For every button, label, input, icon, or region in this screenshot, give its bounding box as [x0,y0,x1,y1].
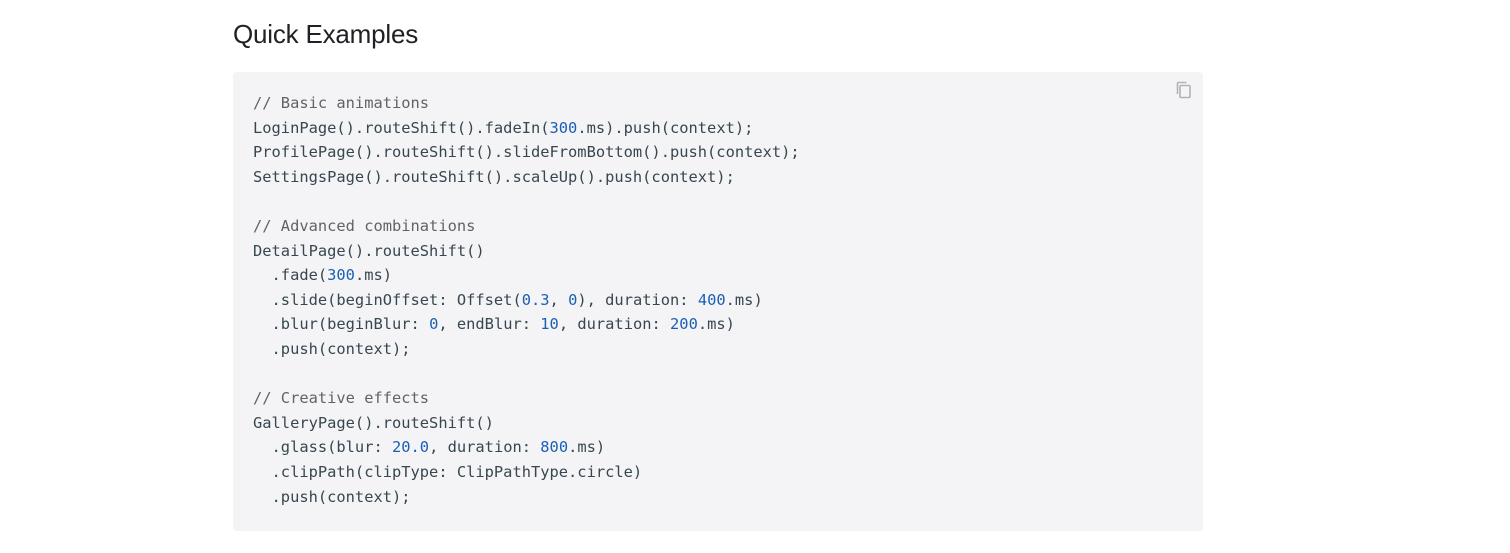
code-line [253,189,800,214]
code-token-plain: , duration: [558,315,671,334]
code-line: .clipPath(clipType: ClipPathType.circle) [253,460,800,485]
code-token-plain: , endBlur: [438,315,541,334]
code-line: .blur(beginBlur: 0, endBlur: 10, duratio… [253,312,800,337]
code-token-plain: .ms).push(context); [577,118,754,137]
code-line: // Creative effects [253,386,800,411]
code-token-plain: ), duration: [577,290,698,309]
code-line: // Advanced combinations [253,214,800,239]
code-token-plain: .ms) [568,438,606,457]
code-token-comment: // Advanced combinations [253,216,476,235]
code-token-number: 0 [568,290,578,309]
code-token-plain: ProfilePage().routeShift().slideFromBott… [253,143,800,162]
code-token-plain: .push(context); [253,487,411,506]
code-line: .glass(blur: 20.0, duration: 800.ms) [253,435,800,460]
code-token-plain: .slide(beginOffset: Offset( [253,290,522,309]
code-line: LoginPage().routeShift().fadeIn(300.ms).… [253,116,800,141]
code-line: .slide(beginOffset: Offset(0.3, 0), dura… [253,288,800,313]
code-token-plain: .glass(blur: [253,438,392,457]
code-token-number: 0.3 [521,290,550,309]
code-token-number: 300 [549,118,578,137]
code-token-plain: SettingsPage().routeShift().scaleUp().pu… [253,167,735,186]
code-token-number: 200 [670,315,698,334]
code-token-plain: .clipPath(clipType: ClipPathType.circle) [253,462,643,481]
code-token-plain: .ms) [354,266,393,285]
code-token-comment: // Basic animations [253,94,430,112]
code-token-plain: .fade( [253,266,328,285]
copy-code-button[interactable] [1174,79,1194,101]
code-token-number: 300 [327,266,355,285]
code-token-comment: // Creative effects [253,389,430,408]
code-line: ProfilePage().routeShift().slideFromBott… [253,140,800,165]
code-line: .push(context); [253,485,800,510]
copy-icon [1176,81,1191,99]
code-token-plain: DetailPage().routeShift() [253,241,485,260]
code-token-number: 10 [540,315,559,334]
code-token-plain: LoginPage().routeShift().fadeIn( [253,118,550,137]
code-line: .push(context); [253,337,800,362]
code-line: SettingsPage().routeShift().scaleUp().pu… [253,165,800,190]
code-line [253,362,800,387]
code-token-plain: .blur(beginBlur: [253,315,430,334]
code-token-number: 0 [429,315,439,334]
code-token-plain: .ms) [697,315,735,334]
code-line: .fade(300.ms) [253,263,800,288]
code-line: DetailPage().routeShift() [253,239,800,264]
code-line: // Basic animations [253,91,800,116]
code-token-plain: GalleryPage().routeShift() [253,413,494,432]
section-title: Quick Examples [233,19,419,49]
code-token-plain: , [549,290,569,309]
code-token-plain: .push(context); [253,339,411,358]
code-token-number: 20.0 [392,438,430,457]
code-token-plain: .ms) [725,290,763,309]
code-token-number: 800 [540,438,569,457]
code-token-number: 400 [697,290,726,309]
code-token-plain: , duration: [429,438,541,457]
code-line: GalleryPage().routeShift() [253,411,800,436]
